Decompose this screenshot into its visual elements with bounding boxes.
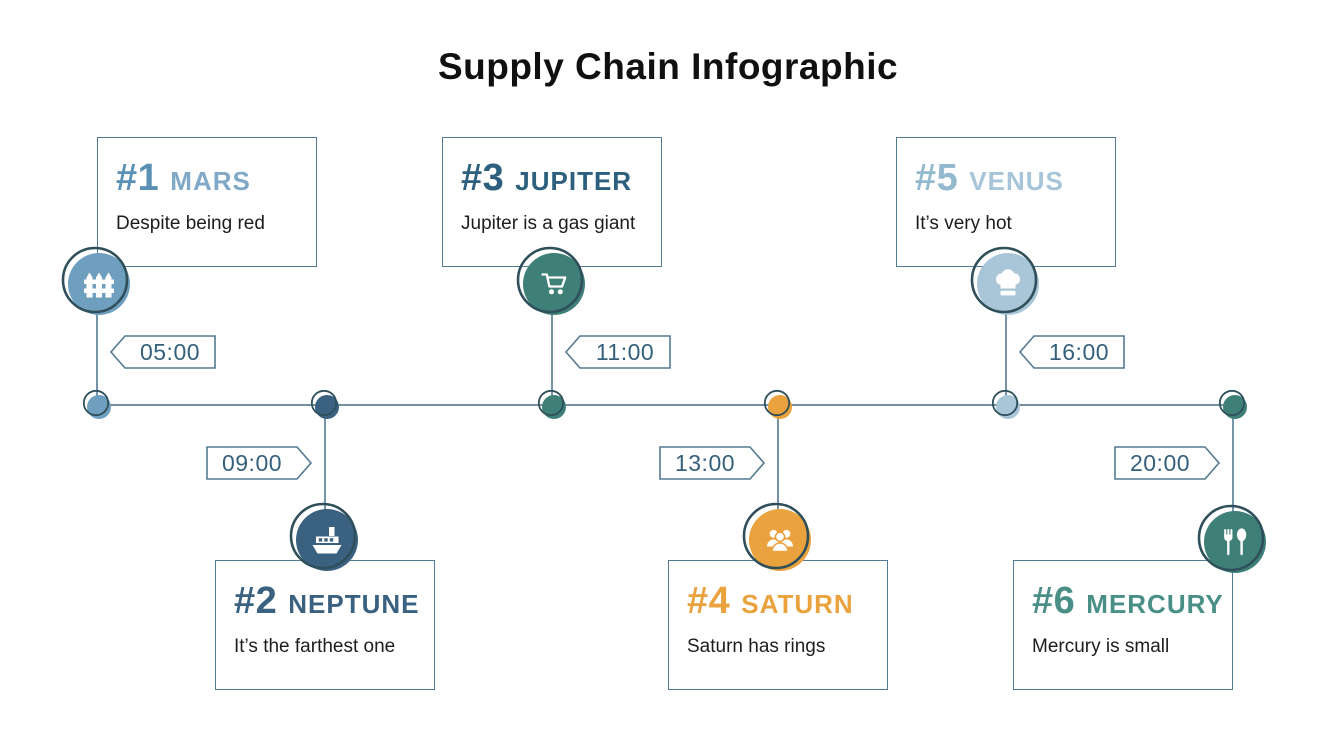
card-title-row: #5 VENUS xyxy=(915,157,1111,200)
item-number: #3 xyxy=(461,157,505,199)
page-title: Supply Chain Infographic xyxy=(437,46,899,87)
card-neptune: #2 NEPTUNE It’s the farthest one xyxy=(215,560,435,690)
item-number: #6 xyxy=(1032,580,1076,622)
time-label: 16:00 xyxy=(1048,339,1110,365)
item-name: NEPTUNE xyxy=(288,589,420,619)
time-label: 11:00 xyxy=(595,339,655,365)
card-jupiter: #3 JUPITER Jupiter is a gas giant xyxy=(442,137,662,267)
time-label: 13:00 xyxy=(674,450,736,476)
chef-hat-icon xyxy=(996,269,1020,296)
shopping-cart-icon xyxy=(541,273,567,295)
item-description: It’s the farthest one xyxy=(234,636,396,657)
card-mercury: #6 MERCURY Mercury is small xyxy=(1013,560,1233,690)
item-description: Jupiter is a gas giant xyxy=(461,213,636,234)
time-label: 20:00 xyxy=(1129,450,1191,476)
timeline-dot-venus xyxy=(991,389,1020,419)
item-name: MARS xyxy=(170,166,251,196)
item-description: It’s very hot xyxy=(915,213,1012,234)
item-name: SATURN xyxy=(741,589,854,619)
time-label: 09:00 xyxy=(221,450,283,476)
item-number: #5 xyxy=(915,157,959,199)
ship-icon xyxy=(312,527,342,554)
card-mars: #1 MARS Despite being red xyxy=(97,137,317,267)
item-name: MERCURY xyxy=(1086,589,1224,619)
fence-icon xyxy=(84,272,114,298)
item-number: #4 xyxy=(687,580,731,622)
people-group-icon xyxy=(767,529,793,553)
item-name: VENUS xyxy=(969,166,1064,196)
item-description: Saturn has rings xyxy=(687,636,826,657)
timeline-dot-jupiter xyxy=(537,389,566,419)
item-description: Mercury is small xyxy=(1032,636,1170,657)
cutlery-icon xyxy=(1224,528,1247,556)
item-description: Despite being red xyxy=(116,213,265,234)
timeline-dot-mars xyxy=(82,389,111,419)
timeline-dot-mercury xyxy=(1218,389,1247,419)
item-number: #2 xyxy=(234,580,278,622)
card-title-row: #1 MARS xyxy=(116,157,312,200)
item-number: #1 xyxy=(116,157,160,199)
card-title-row: #2 NEPTUNE xyxy=(234,580,430,623)
card-saturn: #4 SATURN Saturn has rings xyxy=(668,560,888,690)
time-label: 05:00 xyxy=(139,339,201,365)
card-title-row: #6 MERCURY xyxy=(1032,580,1228,623)
item-name: JUPITER xyxy=(515,166,633,196)
timeline-dot-saturn xyxy=(763,389,792,419)
card-title-row: #4 SATURN xyxy=(687,580,883,623)
card-venus: #5 VENUS It’s very hot xyxy=(896,137,1116,267)
card-title-row: #3 JUPITER xyxy=(461,157,657,200)
timeline-dot-neptune xyxy=(310,389,339,419)
